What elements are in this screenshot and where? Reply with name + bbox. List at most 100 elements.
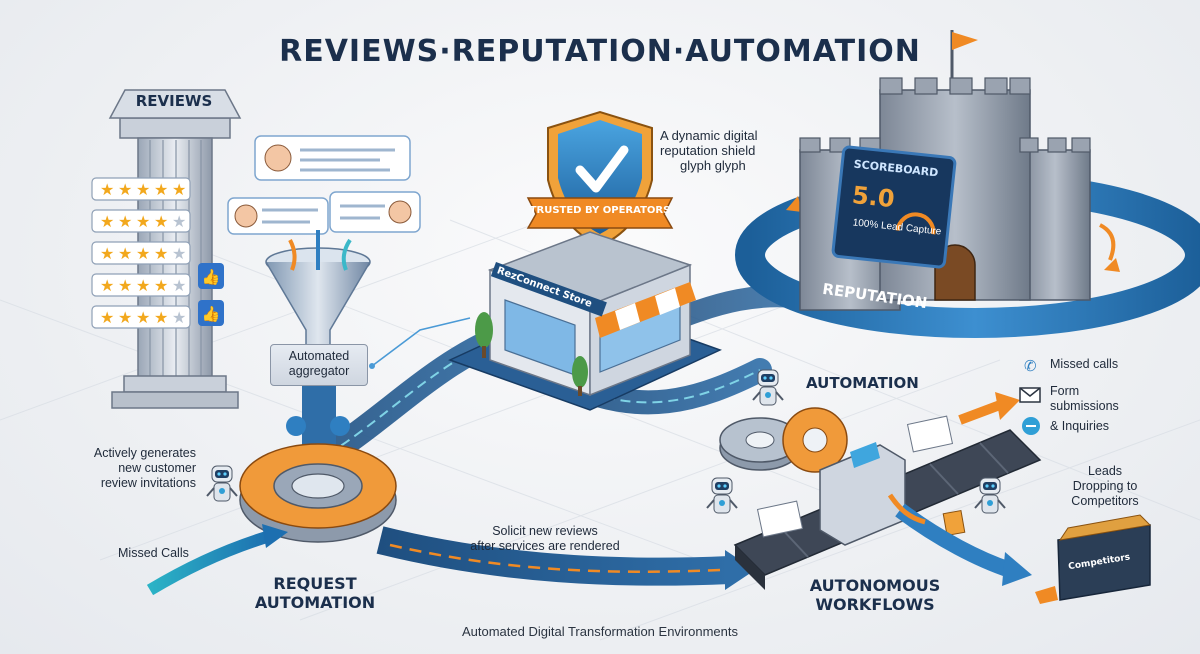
input-icons: ✆ (1019, 357, 1041, 435)
missed-calls-label: Missed Calls (118, 546, 189, 560)
star-icon: ★ (172, 276, 186, 295)
star-icon: ★ (154, 180, 168, 199)
gauge-icon (895, 212, 936, 235)
robot-icon (206, 465, 238, 502)
shield-caption-line1: A dynamic digital (660, 128, 758, 143)
input-missed-calls: Missed calls (1050, 357, 1119, 371)
robot-icon (752, 369, 784, 406)
svg-text:👍: 👍 (202, 305, 221, 323)
svg-text:👍: 👍 (202, 268, 221, 286)
star-icon: ★ (100, 276, 114, 295)
request-line2: AUTOMATION (254, 593, 376, 612)
aggregator-funnel (265, 230, 371, 346)
automation-label: AUTOMATION (806, 374, 919, 392)
pillar-label: REVIEWS (135, 92, 213, 110)
shield-caption-line2: reputation shield (660, 143, 756, 158)
star-icon: ★ (100, 180, 114, 199)
star-icon: ★ (118, 212, 132, 231)
star-rating-strip: ★★★★★ (91, 209, 191, 233)
star-icon: ★ (172, 308, 186, 327)
star-rating-strips: ★★★★★★★★★★★★★★★★★★★★★★★★★ (91, 177, 191, 329)
star-icon: ★ (118, 308, 132, 327)
request-automation-gear (239, 443, 397, 543)
form-line2: submissions (1050, 399, 1119, 413)
rezconnect-store (448, 231, 722, 411)
solicit-line1: Solicit new reviews (492, 524, 598, 538)
check-icon (575, 145, 629, 193)
star-icon: ★ (100, 212, 114, 231)
robot-icon (706, 477, 738, 514)
star-icon: ★ (172, 212, 186, 231)
star-icon: ★ (154, 244, 168, 263)
shield-badge: TRUSTED BY OPERATORS (529, 205, 671, 216)
footer-caption: Automated Digital Transformation Environ… (461, 624, 738, 639)
star-rating-strip: ★★★★★ (91, 177, 191, 201)
leads-caption: Leads Dropping to Competitors (1050, 464, 1160, 509)
scoreboard (831, 145, 957, 269)
competitors-dumpster (1035, 514, 1152, 604)
star-icon (330, 416, 350, 436)
aggregator-label-line1: Automated (288, 349, 350, 363)
star-rating-strip: ★★★★★ (91, 241, 191, 265)
request-automation-label: REQUEST AUTOMATION (240, 574, 390, 612)
star-icon: ★ (118, 180, 132, 199)
missed-calls-arrow (146, 524, 288, 596)
store-connector-line (371, 317, 471, 367)
workflows-line1: AUTONOMOUS (809, 576, 941, 595)
solicit-caption: Solicit new reviews after services are r… (440, 524, 650, 554)
star-rating-strip: ★★★★★ (91, 305, 191, 329)
shield-caption: A dynamic digital reputation shield glyp… (660, 128, 800, 173)
review-chat-bubbles (227, 135, 421, 235)
generates-line1: Actively generates (93, 446, 196, 460)
star-icon: ★ (100, 244, 114, 263)
intake-arrow (958, 392, 1020, 425)
robots (206, 369, 1006, 514)
thumbs-up-icons: 👍 👍 (198, 263, 224, 326)
star-icon: ★ (100, 308, 114, 327)
leads-line2: Dropping to (1072, 479, 1138, 493)
autonomous-workflows-label: AUTONOMOUS WORKFLOWS (800, 576, 950, 614)
page-title: REVIEWS·REPUTATION·AUTOMATION (279, 34, 921, 69)
reputation-shield-icon (526, 110, 674, 248)
input-form-submissions: Form submissions (1050, 384, 1190, 414)
star-icon: ★ (154, 276, 168, 295)
solicit-flow-arrow (376, 526, 755, 590)
chat-icon (286, 416, 306, 436)
star-icon: ★ (172, 244, 186, 263)
chip-icon (850, 442, 880, 468)
star-icon: ★ (118, 244, 132, 263)
automation-gears (719, 407, 848, 473)
avatar (264, 144, 292, 172)
phone-icon: ✆ (1024, 357, 1037, 375)
leads-drop-arrow (887, 493, 1032, 586)
avatar (388, 200, 412, 224)
input-inquiries: & Inquiries (1050, 419, 1110, 433)
avatar (234, 204, 258, 228)
generates-caption: Actively generates new customer review i… (40, 446, 196, 491)
star-icon: ★ (136, 212, 150, 231)
star-rating-strip: ★★★★★ (91, 273, 191, 297)
castle-flag-icon (952, 32, 978, 50)
star-icon: ★ (136, 180, 150, 199)
shield-caption-line3: glyph glyph (680, 158, 746, 173)
robot-icon (974, 477, 1006, 514)
leads-line3: Competitors (1071, 494, 1139, 508)
leads-line1: Leads (1087, 464, 1123, 478)
workflows-line2: WORKFLOWS (815, 595, 935, 614)
star-icon: ★ (136, 276, 150, 295)
star-icon: ★ (136, 244, 150, 263)
generates-line2: new customer (118, 461, 196, 475)
star-icon: ★ (136, 308, 150, 327)
documents (756, 415, 966, 538)
star-icon: ★ (172, 180, 186, 199)
processing-machine (819, 442, 906, 546)
star-icon: ★ (154, 212, 168, 231)
request-line1: REQUEST (273, 574, 357, 593)
star-icon: ★ (118, 276, 132, 295)
form-line1: Form (1050, 384, 1080, 398)
generates-line3: review invitations (100, 476, 196, 490)
star-icon: ★ (154, 308, 168, 327)
solicit-line2: after services are rendered (470, 539, 620, 553)
aggregator-sign: Automated aggregator (270, 344, 368, 386)
